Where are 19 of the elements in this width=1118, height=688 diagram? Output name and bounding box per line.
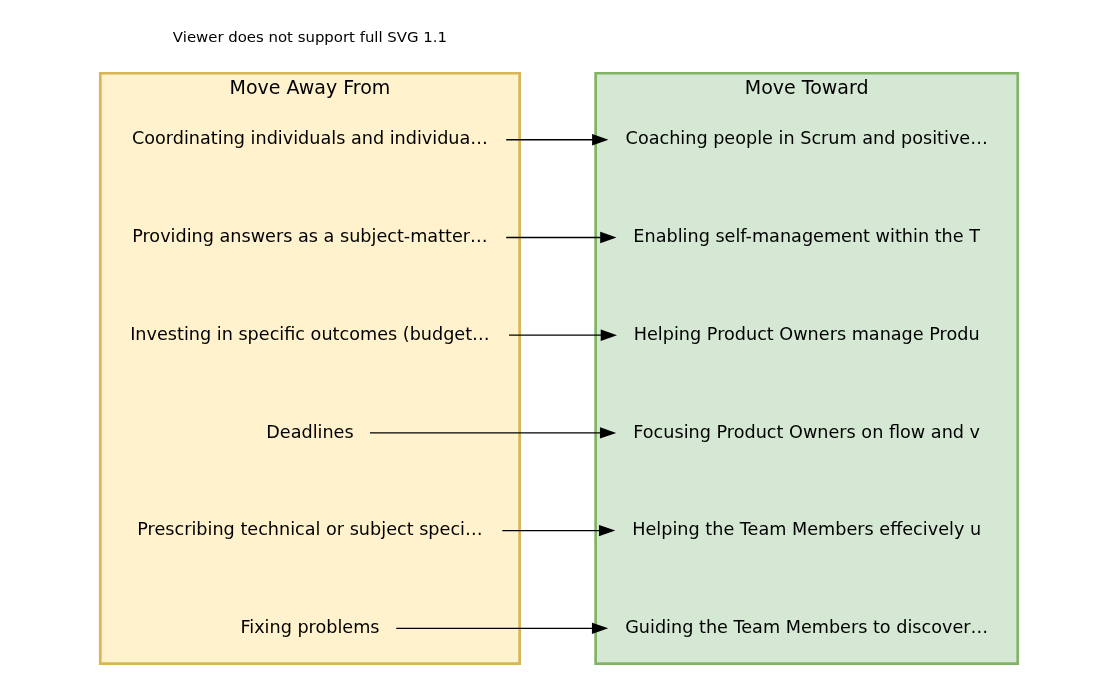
node-text: Prescribing technical or subject speci… bbox=[137, 519, 483, 540]
node-text: Coordinating individuals and individua… bbox=[131, 128, 488, 149]
arrow bbox=[508, 329, 617, 341]
arrow bbox=[505, 134, 609, 146]
arrow bbox=[501, 524, 616, 537]
node-text: Enabling self-management within the T bbox=[633, 226, 980, 247]
node-text: Deadlines bbox=[266, 421, 354, 442]
arrow bbox=[505, 231, 617, 244]
label: Viewer does not support full SVG 1.1 bbox=[172, 27, 448, 46]
node-text: Providing answers as a subject-matter… bbox=[132, 226, 488, 247]
node-text: Fixing problems bbox=[240, 616, 380, 637]
node-text: Investing in specific outcomes (budget… bbox=[130, 323, 490, 344]
arrow bbox=[369, 427, 617, 439]
node-text: Helping Product Owners manage Produ bbox=[633, 323, 980, 344]
node-text: Coaching people in Scrum and positive… bbox=[625, 128, 988, 149]
node-text: Focusing Product Owners on flow and v bbox=[633, 421, 981, 442]
node-text: Guiding the Team Members to discover… bbox=[625, 616, 989, 637]
node-text: Helping the Team Members effecively u bbox=[632, 519, 982, 540]
arrow bbox=[395, 622, 609, 635]
